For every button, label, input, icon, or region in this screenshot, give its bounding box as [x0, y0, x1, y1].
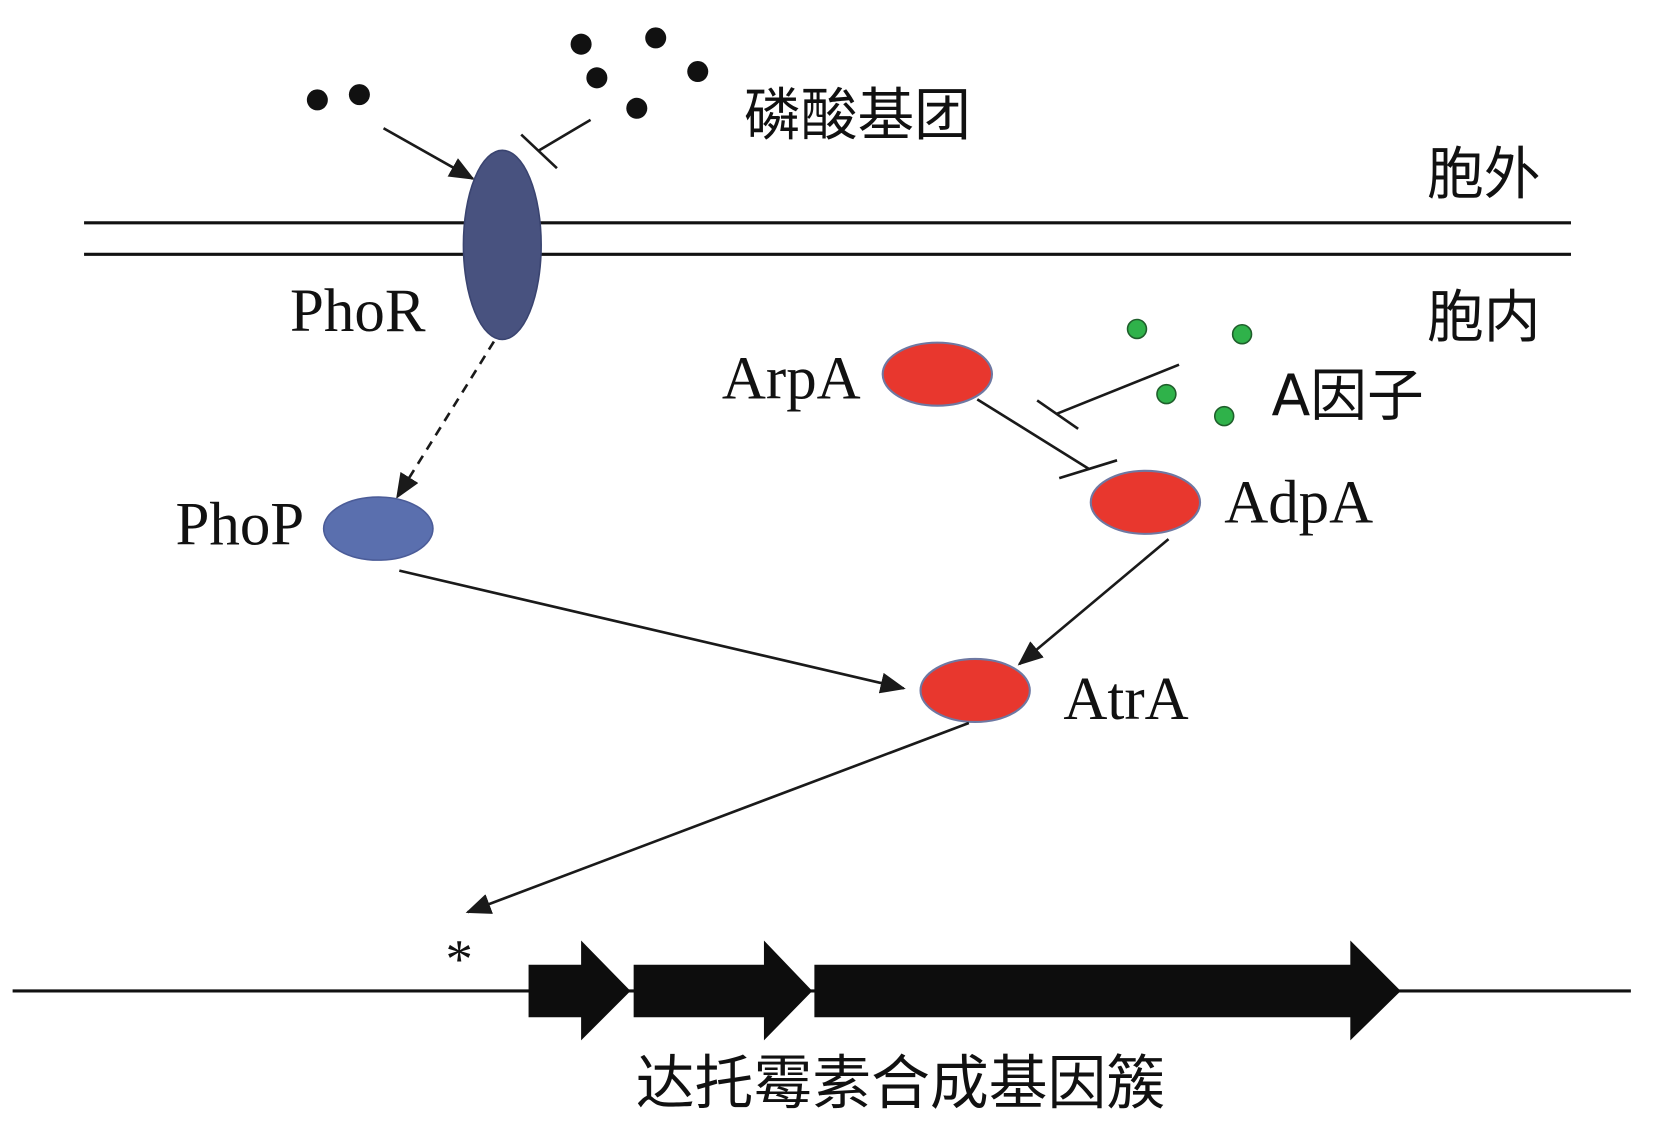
phop-to-atra-arrow [399, 569, 906, 694]
phor-receptor [462, 149, 542, 341]
gene-cluster-label: 达托霉素合成基因簇 [636, 1048, 1165, 1117]
arpa-inhibition-line [976, 398, 1090, 470]
atra-to-promoter-arrow [465, 721, 970, 914]
arpa-protein [881, 341, 994, 407]
phosphate-dot [306, 89, 328, 111]
arpa-inhibition-bar [1058, 459, 1118, 480]
atra-protein [919, 657, 1031, 724]
phosphate-label: 磷酸基团 [744, 83, 971, 149]
a-factor-dot [1213, 405, 1235, 427]
a-factor-label: A因子 [1271, 363, 1423, 429]
phosphate-dot [687, 61, 709, 83]
adpa-protein [1089, 469, 1202, 535]
a-factor-dots [1126, 318, 1253, 427]
a-factor-dot [1156, 383, 1177, 405]
gene-arrow-3 [814, 940, 1401, 1041]
adpa-to-atra-arrow [1017, 538, 1170, 666]
phor-to-phop-dashed-arrow [396, 340, 496, 499]
promoter-mark: * [446, 928, 473, 989]
arpa-label: ArpA [722, 345, 861, 412]
phosphate-activation-arrow [382, 127, 475, 180]
extracellular-label: 胞外 [1427, 141, 1540, 207]
gene-arrow-2 [633, 940, 813, 1041]
phosphate-dot [645, 27, 667, 49]
phosphate-dot [348, 84, 370, 106]
phosphate-dot [586, 67, 608, 89]
a-factor-dot [1126, 318, 1148, 340]
gene-arrow-1 [528, 940, 631, 1041]
a-factor-inhibition-line [1055, 363, 1180, 416]
phop-label: PhoP [175, 491, 304, 558]
a-factor-inhibition-bar [1036, 399, 1079, 430]
atra-label: AtrA [1063, 666, 1188, 733]
phosphate-dot [570, 33, 592, 55]
phosphate-inhibition-line [538, 118, 592, 152]
phosphate-inhibition-bar [520, 133, 558, 170]
phosphate-dots [306, 27, 709, 119]
a-factor-dot [1231, 323, 1253, 345]
phosphate-dot [626, 97, 648, 119]
phor-label: PhoR [290, 278, 426, 345]
adpa-label: AdpA [1224, 469, 1373, 536]
phop-protein [322, 496, 434, 561]
intracellular-label: 胞内 [1427, 284, 1540, 350]
